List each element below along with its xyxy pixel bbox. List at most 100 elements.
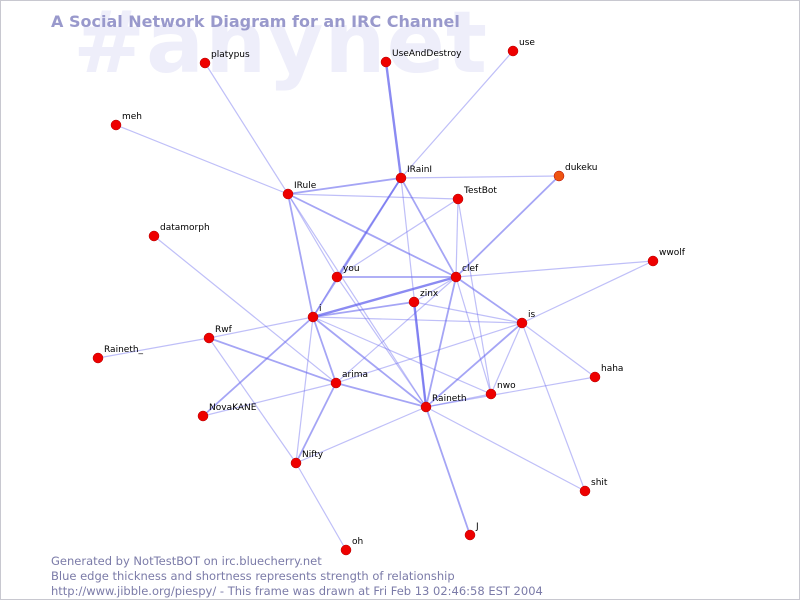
node-dot-TestBot	[452, 193, 464, 205]
node-dot-Nifty	[290, 457, 302, 469]
edge-IRule-TestBot	[287, 193, 459, 200]
edge-datamorph-arima	[153, 235, 337, 384]
edge-TestBot-you	[336, 198, 459, 278]
node-IRainI: IRainI	[395, 165, 432, 184]
edge-Raineth-haha	[425, 376, 596, 408]
node-label-platypus: platypus	[211, 50, 250, 60]
edge-Rwf-Nifty	[208, 337, 297, 464]
node-label-datamorph: datamorph	[160, 223, 210, 233]
node-clef: clef	[450, 264, 479, 283]
edge-zinx-is	[413, 301, 523, 324]
node-label-UseAndDestroy: UseAndDestroy	[392, 49, 462, 59]
node-label-TestBot: TestBot	[463, 186, 497, 196]
node-dot-haha	[589, 371, 601, 383]
node-dot-IRule	[282, 188, 294, 200]
node-label-Raineth: Raineth	[432, 394, 467, 404]
edge-meh-IRule	[115, 124, 289, 195]
footer-url-timestamp: http://www.jibble.org/piespy/ - This fra…	[51, 584, 543, 598]
edge-is-Raineth	[425, 322, 523, 408]
node-label-oh: oh	[352, 537, 363, 547]
edge-i-Nifty	[295, 316, 314, 464]
edge-Rwf-Raineth_	[97, 337, 210, 359]
edge-IRule-i	[287, 193, 314, 318]
node-dot-J	[464, 529, 476, 541]
node-label-shit: shit	[591, 478, 608, 488]
node-wwolf: wwolf	[647, 248, 686, 267]
edge-IRainI-dukeku	[400, 175, 560, 179]
node-label-arima: arima	[342, 370, 368, 380]
edge-IRainI-IRule	[287, 177, 402, 195]
node-shit: shit	[579, 478, 608, 497]
node-label-Raineth_: Raineth_	[104, 345, 144, 355]
edge-i-Rwf	[208, 316, 314, 339]
node-dot-arima	[330, 377, 342, 389]
diagram-title: A Social Network Diagram for an IRC Chan…	[51, 12, 460, 31]
node-label-is: is	[528, 310, 536, 320]
edge-i-Raineth	[312, 316, 427, 408]
edge-Rwf-arima	[208, 337, 337, 384]
node-dot-use	[507, 45, 519, 57]
edge-TestBot-nwo	[457, 198, 492, 395]
node-Raineth_: Raineth_	[92, 345, 144, 364]
edge-wwolf-is	[521, 260, 654, 324]
edge-arima-Raineth	[335, 382, 427, 408]
node-use: use	[507, 38, 535, 57]
edge-clef-i	[312, 275, 457, 319]
node-NovaKANE: NovaKANE	[197, 403, 257, 422]
node-zinx: zinx	[408, 289, 439, 308]
node-TestBot: TestBot	[452, 186, 497, 205]
footer-info: Generated by NotTestBOT on irc.bluecherr…	[51, 554, 543, 599]
edge-IRainI-i	[312, 177, 402, 318]
edge-Raineth-J	[425, 406, 471, 536]
node-Nifty: Nifty	[290, 450, 324, 469]
node-dot-Raineth_	[92, 352, 104, 364]
edge-clef-zinx	[413, 276, 457, 303]
edge-Raineth-Nifty	[295, 406, 427, 464]
node-label-J: J	[475, 522, 479, 532]
node-dot-NovaKANE	[197, 410, 209, 422]
node-platypus: platypus	[199, 50, 250, 69]
edge-IRainI-clef	[400, 177, 457, 278]
node-UseAndDestroy: UseAndDestroy	[380, 49, 462, 68]
edge-clef-is	[455, 276, 523, 324]
node-label-NovaKANE: NovaKANE	[209, 403, 257, 413]
edge-use-IRainI	[400, 50, 514, 179]
node-dot-is	[516, 317, 528, 329]
node-datamorph: datamorph	[148, 223, 210, 242]
node-dot-UseAndDestroy	[380, 56, 392, 68]
edge-Raineth-nwo	[425, 393, 492, 408]
edge-UseAndDestroy-IRainI	[384, 61, 403, 179]
node-dot-clef	[450, 271, 462, 283]
edge-i-arima	[312, 316, 337, 384]
edge-IRule-clef	[287, 193, 457, 278]
edge-arima-Nifty	[295, 382, 337, 464]
edge-clef-wwolf	[455, 260, 654, 278]
node-label-i: i	[319, 304, 322, 314]
node-dot-platypus	[199, 57, 211, 69]
node-label-IRainI: IRainI	[407, 165, 432, 175]
node-label-IRule: IRule	[294, 181, 317, 191]
node-label-you: you	[343, 264, 360, 274]
edge-you-Raineth	[336, 276, 427, 408]
edge-zinx-Raineth	[412, 301, 428, 408]
node-dot-you	[331, 271, 343, 283]
edge-arima-NovaKANE	[202, 382, 337, 417]
edge-is-arima	[335, 322, 523, 384]
node-dot-oh	[340, 544, 352, 556]
edge-clef-Raineth	[425, 276, 457, 408]
edge-IRule-you	[287, 193, 338, 278]
node-dukeku: dukeku	[553, 163, 597, 182]
node-dot-Rwf	[203, 332, 215, 344]
node-dot-IRainI	[395, 172, 407, 184]
edge-IRule-Raineth	[287, 193, 427, 408]
edge-clef-nwo	[455, 276, 492, 395]
footer-legend-note: Blue edge thickness and shortness repres…	[51, 569, 455, 583]
edge-TestBot-clef	[455, 198, 459, 278]
node-dot-wwolf	[647, 255, 659, 267]
node-meh: meh	[110, 112, 142, 131]
edge-i-is	[312, 316, 523, 324]
node-is: is	[516, 310, 536, 329]
node-label-clef: clef	[462, 264, 479, 274]
